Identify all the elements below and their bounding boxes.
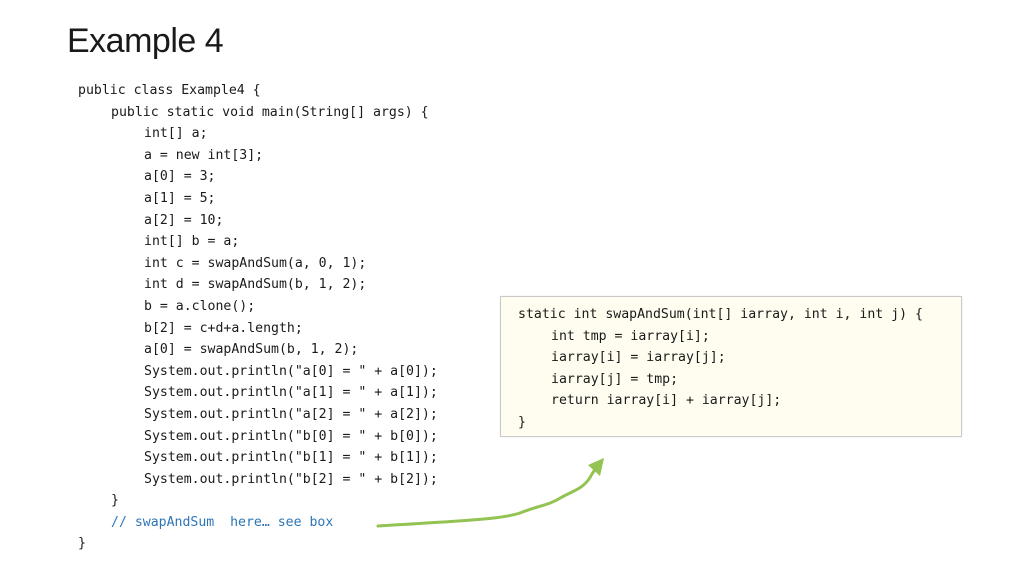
code-line: b = a.clone(); [144, 298, 256, 314]
main-code-block: public class Example4 { public static voi… [78, 80, 438, 555]
code-line: } [78, 536, 86, 552]
code-line: } [518, 414, 526, 430]
code-line: a = new int[3]; [144, 147, 264, 163]
code-line: System.out.println("b[0] = " + b[0]); [144, 428, 438, 444]
code-line: int c = swapAndSum(a, 0, 1); [144, 255, 367, 271]
page-title: Example 4 [67, 22, 224, 60]
code-line: iarray[j] = tmp; [551, 371, 679, 387]
code-line: System.out.println("a[1] = " + a[1]); [144, 385, 438, 401]
code-line: System.out.println("b[2] = " + b[2]); [144, 471, 438, 487]
code-line: int[] a; [144, 126, 208, 142]
code-line: int d = swapAndSum(b, 1, 2); [144, 277, 367, 293]
code-line: System.out.println("a[2] = " + a[2]); [144, 406, 438, 422]
code-comment-line: // swapAndSum here… see box [111, 514, 334, 530]
code-line: System.out.println("a[0] = " + a[0]); [144, 363, 438, 379]
code-line: int tmp = iarray[i]; [551, 328, 710, 344]
code-line: a[0] = 3; [144, 169, 216, 185]
code-line: b[2] = c+d+a.length; [144, 320, 303, 336]
callout-box: static int swapAndSum(int[] iarray, int … [500, 296, 962, 437]
code-line: int[] b = a; [144, 234, 240, 250]
code-line: } [111, 493, 119, 509]
code-line: iarray[i] = iarray[j]; [551, 350, 726, 366]
swapandsum-code-block: static int swapAndSum(int[] iarray, int … [518, 304, 923, 434]
code-line: a[2] = 10; [144, 212, 224, 228]
code-line: System.out.println("b[1] = " + b[1]); [144, 450, 438, 466]
code-line: a[0] = swapAndSum(b, 1, 2); [144, 342, 359, 358]
code-line: a[1] = 5; [144, 190, 216, 206]
code-line: return iarray[i] + iarray[j]; [551, 393, 782, 409]
code-line: public class Example4 { [78, 83, 261, 98]
code-line: public static void main(String[] args) { [111, 104, 429, 120]
code-line: static int swapAndSum(int[] iarray, int … [518, 307, 923, 322]
